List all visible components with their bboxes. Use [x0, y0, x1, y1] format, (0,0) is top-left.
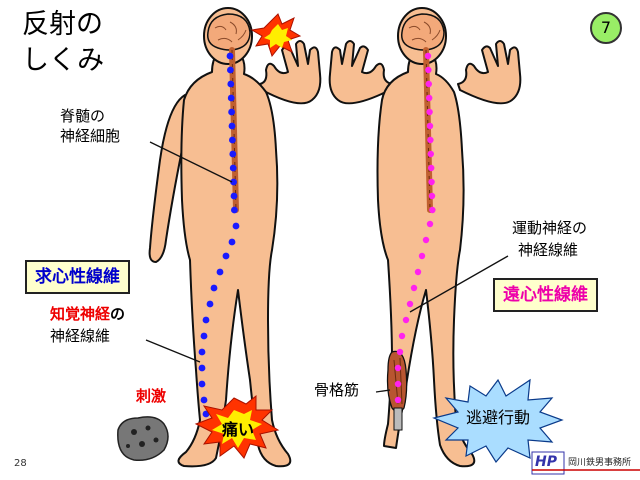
nerve-dot	[222, 252, 230, 260]
nerve-dot	[427, 136, 434, 144]
nerve-dot	[228, 122, 236, 130]
slide-title-line1: 反射の	[22, 9, 103, 40]
left-brain	[206, 13, 251, 51]
nerve-dot	[229, 150, 237, 158]
nerve-dot	[198, 348, 206, 356]
nerve-dot	[402, 316, 410, 324]
nerve-dot	[418, 252, 426, 260]
nerve-dot	[394, 364, 402, 372]
nerve-dot	[426, 108, 433, 116]
nerve-dot	[426, 122, 434, 130]
nerve-dot	[422, 236, 430, 244]
nerve-dot	[229, 136, 236, 144]
efferent-nerve-dots	[394, 52, 436, 404]
nerve-dot	[206, 300, 214, 308]
nerve-dot	[424, 52, 432, 60]
nerve-dot	[227, 80, 235, 88]
escape-burst-icon	[432, 378, 564, 464]
nerve-dot	[396, 348, 404, 356]
stimulus-label: 刺激	[136, 387, 167, 405]
motor-nerve-label-line1: 運動神経の	[512, 219, 588, 237]
page-number: 28	[14, 458, 27, 469]
nerve-dot	[228, 108, 236, 116]
nerve-dot	[230, 192, 238, 200]
nerve-dot	[202, 316, 210, 324]
right-brain	[400, 13, 445, 51]
nerve-dot	[406, 300, 414, 308]
nerve-dot	[226, 52, 234, 60]
afferent-fiber-box: 求心性線維	[25, 260, 130, 294]
nerve-dot	[227, 66, 234, 74]
nerve-dot	[228, 238, 236, 246]
skeletal-muscle-label: 骨格筋	[314, 381, 360, 399]
spinal-cell-label-line1: 脊髄の	[60, 107, 106, 125]
nerve-dot	[428, 178, 435, 186]
spinal-cell-pointer	[149, 141, 233, 183]
brain-pain-burst-icon	[250, 13, 302, 58]
sensory-nerve-label: 知覚神経の	[50, 304, 125, 324]
nerve-dot	[232, 222, 240, 230]
pain-burst-icon	[194, 394, 280, 459]
left-spinal-cord	[229, 47, 239, 213]
slide-title-line2: しくみ	[22, 45, 105, 76]
nerve-dot	[200, 396, 208, 404]
publisher-logo-text: HP	[535, 454, 557, 470]
sensory-fiber-label-line2: 神経線維	[50, 327, 111, 345]
nerve-dot	[428, 192, 436, 200]
nerve-dot	[394, 380, 402, 388]
sensory-fiber-pointer	[145, 339, 201, 363]
nerve-dot	[200, 332, 208, 340]
nerve-dot	[425, 80, 432, 88]
rock-icon	[117, 416, 169, 462]
nerve-dot	[414, 268, 422, 276]
right-spinal-cord	[423, 47, 433, 213]
nerve-dot	[425, 66, 432, 74]
nerve-dot	[426, 220, 434, 228]
nerve-dot	[231, 206, 238, 214]
efferent-fiber-box: 遠心性線維	[493, 278, 598, 312]
afferent-nerve-dots	[198, 52, 240, 418]
slide-number-badge: 7	[590, 12, 622, 44]
nerve-dot	[229, 164, 237, 172]
left-human-figure	[148, 7, 322, 468]
publisher-logo-icon	[531, 451, 640, 475]
nerve-dot	[198, 380, 206, 388]
escape-label: 逃避行動	[466, 408, 531, 427]
motor-fiber-pointer	[409, 255, 509, 313]
nerve-dot	[216, 268, 224, 276]
nerve-dot	[410, 284, 418, 292]
spinal-cell-label-line2: 神経細胞	[60, 127, 121, 145]
pain-label: 痛い	[222, 420, 255, 439]
nerve-dot	[429, 206, 436, 214]
nerve-dot	[428, 164, 435, 172]
nerve-dot	[427, 150, 434, 158]
nerve-dot	[230, 178, 238, 186]
sensory-nerve-text: 知覚神経	[50, 305, 111, 323]
sensory-nerve-suffix: の	[110, 305, 126, 323]
muscle-pointer	[375, 389, 391, 393]
nerve-dot	[210, 284, 218, 292]
nerve-dot	[394, 396, 402, 404]
nerve-dot	[398, 332, 406, 340]
nerve-dot	[426, 94, 433, 102]
nerve-dot	[198, 364, 206, 372]
publisher-name: 岡川鉄男事務所	[568, 458, 632, 468]
motor-nerve-label-line2: 神経線維	[518, 241, 579, 259]
nerve-dot	[227, 94, 235, 102]
